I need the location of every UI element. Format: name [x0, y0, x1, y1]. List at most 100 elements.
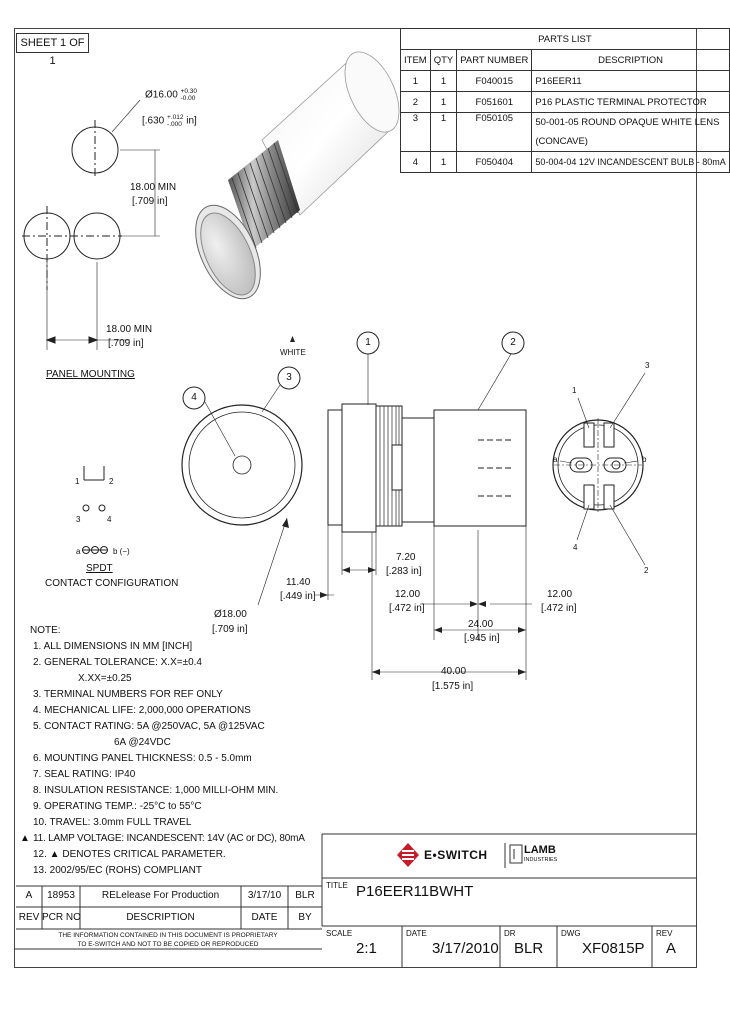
dia-tol-plus: +0.30: [180, 88, 198, 95]
dim-11-40-mm: 11.40: [286, 577, 311, 588]
note-line: 5. CONTACT RATING: 5A @250VAC, 5A @125VA…: [33, 721, 265, 732]
lamb-logo-icon: [509, 844, 523, 864]
row-desc: 50-001-05 ROUND OPAQUE WHITE LENS: [535, 117, 720, 128]
row-desc-cont: (CONCAVE): [535, 136, 588, 147]
dim-12-00-left-mm: 12.00: [395, 589, 421, 600]
row-part: F050105: [456, 112, 533, 152]
title-label: TITLE: [326, 881, 348, 890]
dim-7-20-mm: 7.20: [396, 552, 416, 563]
parts-list-table: PARTS LIST ITEM QTY PART NUMBER DESCRIPT…: [400, 28, 730, 173]
pin-2-label: 2: [109, 477, 114, 486]
pcr-value: 18953: [47, 890, 75, 901]
dim-40-00-in: [1.575 in]: [432, 681, 474, 692]
row-item: 3: [400, 112, 431, 152]
desc-header: DESCRIPTION: [126, 912, 195, 923]
scale-value: 2:1: [356, 940, 377, 957]
spacing-h-mm: 18.00 MIN: [106, 324, 153, 335]
date-value: 3/17/2010: [432, 940, 499, 957]
front-dia-mm: Ø18.00: [214, 609, 247, 620]
dim-40-00-mm: 40.00: [441, 666, 467, 677]
row-part: F050404: [456, 151, 533, 173]
dia-mm-value: Ø16.00: [145, 89, 178, 101]
scale-label: SCALE: [326, 929, 353, 938]
drawing-border: [14, 28, 697, 968]
balloon-1: [356, 331, 380, 355]
spacing-h-in: [.709 in]: [108, 338, 144, 349]
dim-24-00-in: [.945 in]: [464, 633, 500, 644]
panel-mounting-holes: [22, 99, 160, 350]
note-line: 7. SEAL RATING: IP40: [33, 769, 136, 780]
sheet-number: SHEET 1 OF 1: [16, 33, 89, 67]
row-qty: 1: [429, 112, 458, 152]
eswitch-logo-icon: [397, 843, 419, 867]
dim-11-40-in: [.449 in]: [280, 591, 316, 602]
rev-desc-value: RELelease For Production: [101, 890, 220, 901]
side-view: [314, 353, 532, 680]
balloon-4: [182, 386, 206, 410]
spacing-v-in: [.709 in]: [132, 196, 168, 207]
row-item: 4: [400, 151, 431, 173]
note-line: 10. TRAVEL: 3.0mm FULL TRAVEL: [33, 817, 192, 828]
lamp-b-label: b (−): [113, 547, 130, 556]
note-line: 4. MECHANICAL LIFE: 2,000,000 OPERATIONS: [33, 705, 251, 716]
rev-block-value: A: [666, 940, 677, 957]
dim-24-00-mm: 24.00: [468, 619, 494, 630]
rev-value: A: [25, 890, 33, 901]
lamp-a-label: a: [76, 547, 81, 556]
proprietary-line-2: TO E-SWITCH AND NOT TO BE COPIED OR REPR…: [77, 941, 259, 948]
dia-tol-minus: -0.00: [180, 95, 196, 102]
balloon-2: [501, 331, 525, 355]
rear-pin-3: 3: [645, 361, 650, 370]
note-line: 13. 2002/95/EC (ROHS) COMPLIANT: [33, 865, 202, 876]
notes-block: NOTE: 1. ALL DIMENSIONS IN MM [INCH] 2. …: [20, 623, 305, 879]
note-line: 3. TERMINAL NUMBERS FOR REF ONLY: [33, 689, 223, 700]
rear-pin-b: b: [642, 455, 647, 464]
panel-hole-dia-mm: Ø16.00 +0.30 -0.00: [145, 88, 197, 102]
dim-12-00-left-in: [.472 in]: [389, 603, 425, 614]
drawing-title: P16EER11BWHT: [356, 883, 474, 900]
rear-pin-4: 4: [573, 543, 578, 552]
note-line: ▲ 11. LAMP VOLTAGE: INCANDESCENT: 14V (A…: [20, 831, 305, 847]
dia-in-suffix: in]: [186, 115, 197, 127]
note-line: 2. GENERAL TOLERANCE: X.X=±0.4: [33, 657, 202, 668]
note-line: 6A @24VDC: [114, 737, 171, 748]
product-render: [195, 51, 400, 300]
rev-date-value: 3/17/10: [247, 890, 282, 901]
notes-title: NOTE:: [30, 625, 61, 636]
title-block-lines: [14, 833, 697, 968]
critical-flag-icon: ▲: [20, 833, 30, 844]
front-dia-in: [.709 in]: [212, 624, 248, 635]
white-label: WHITE: [280, 348, 306, 357]
table-row: 3 1 F050105 50-001-05 ROUND OPAQUE WHITE…: [400, 112, 730, 152]
note-line: 12. ▲ DENOTES CRITICAL PARAMETER.: [33, 849, 226, 860]
contact-subtitle: CONTACT CONFIGURATION: [45, 578, 179, 589]
note-line: X.XX=±0.25: [78, 673, 132, 684]
dwg-value: XF0815P: [582, 940, 645, 957]
date-header: DATE: [251, 912, 278, 923]
front-view: [181, 336, 303, 606]
rear-pin-2: 2: [644, 566, 649, 575]
dr-value: BLR: [514, 940, 544, 957]
eswitch-logo-text: E•SWITCH: [424, 848, 488, 862]
balloon-4-text: 4: [191, 392, 197, 403]
panel-hole-dia-in: [.630 +.012 -.000 in]: [142, 114, 197, 128]
rear-view: [552, 372, 646, 566]
pcr-header: PCR NO: [42, 912, 81, 923]
pin-3-label: 3: [76, 515, 81, 524]
rear-pin-1: 1: [572, 386, 577, 395]
pin-1-label: 1: [75, 477, 80, 486]
rear-pin-a: a: [553, 455, 558, 464]
table-row: 4 1 F050404 50-004-04 12V INCANDESCENT B…: [400, 151, 730, 173]
note-line: 1. ALL DIMENSIONS IN MM [INCH]: [33, 641, 193, 652]
contact-symbol: [82, 466, 108, 554]
lamb-logo-sub: INDUSTRIES: [524, 857, 558, 863]
note-line-text: 11. LAMP VOLTAGE: INCANDESCENT: 14V (AC …: [33, 833, 305, 844]
row-desc: 50-004-04 12V INCANDESCENT BULB - 80mA: [531, 151, 730, 173]
rev-by-value: BLR: [295, 890, 315, 901]
note-line: 8. INSULATION RESISTANCE: 1,000 MILLI-OH…: [33, 785, 279, 796]
balloon-1-text: 1: [365, 337, 371, 348]
dim-12-00-right-mm: 12.00: [547, 589, 573, 600]
note-line: 6. MOUNTING PANEL THICKNESS: 0.5 - 5.0mm: [33, 753, 252, 764]
lamb-logo-text: LAMB: [524, 844, 556, 856]
